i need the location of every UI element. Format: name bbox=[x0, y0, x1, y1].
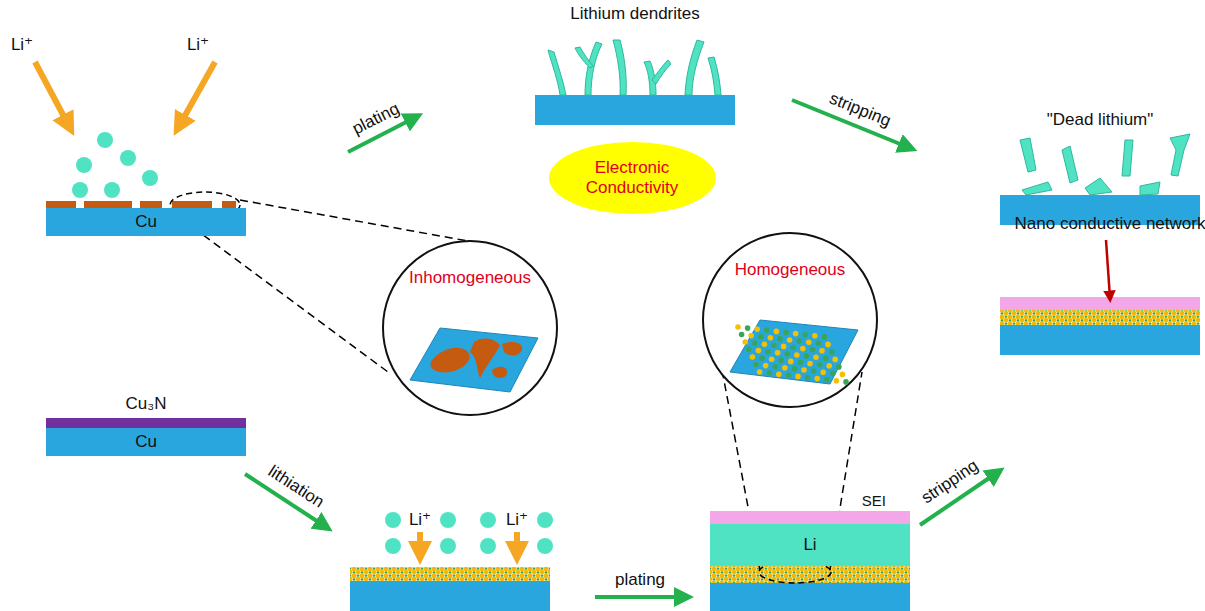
zoom-line bbox=[240, 200, 468, 241]
cu3n-layer: Cu₃N bbox=[46, 418, 246, 428]
node-label: Cu bbox=[135, 212, 157, 232]
text-label: Lithium dendrites bbox=[570, 4, 699, 24]
zoom-circle: Homogeneous bbox=[702, 232, 878, 408]
text-label: Li⁺ bbox=[187, 34, 209, 55]
lithium-ions bbox=[72, 132, 158, 198]
node-label: Homogeneous bbox=[704, 260, 876, 280]
inhomogeneous-plate bbox=[382, 240, 558, 416]
nano-network-layer bbox=[1000, 310, 1200, 325]
sei-layer bbox=[1000, 297, 1200, 310]
process-arrow bbox=[595, 595, 686, 599]
node-label: SEI bbox=[862, 492, 886, 509]
node-label: Li bbox=[803, 535, 816, 555]
sei-layer: SEI bbox=[710, 511, 910, 524]
node-label: Electronic Conductivity bbox=[577, 158, 687, 199]
concept-ellipse: Electronic Conductivity bbox=[549, 142, 716, 214]
zoom-circle: Inhomogeneous bbox=[382, 240, 558, 416]
lithium-dendrites bbox=[548, 40, 721, 95]
cu-substrate bbox=[350, 581, 550, 611]
cu-substrate bbox=[710, 583, 910, 611]
node-label: Cu₃N bbox=[46, 394, 246, 414]
ion-arrow bbox=[178, 62, 215, 128]
node-label: Inhomogeneous bbox=[384, 268, 556, 288]
ion-arrow bbox=[514, 532, 520, 556]
text-label: Nano conductive network bbox=[1015, 214, 1205, 234]
ion-arrow bbox=[35, 62, 70, 128]
cu-substrate: Cu bbox=[46, 208, 246, 236]
text-label: Li⁺ bbox=[409, 509, 431, 530]
arrow-label: lithiation bbox=[264, 462, 327, 513]
cu-substrate bbox=[535, 95, 735, 125]
text-label: Li⁺ bbox=[11, 34, 33, 55]
node-label: Cu bbox=[135, 432, 157, 452]
text-label: plating bbox=[615, 570, 665, 590]
cu-substrate bbox=[1000, 325, 1200, 355]
inhomogeneous-layer bbox=[46, 201, 236, 208]
arrow-label: stripping bbox=[826, 89, 893, 132]
text-label: "Dead lithium" bbox=[1047, 110, 1154, 130]
lithiated-layer bbox=[350, 567, 550, 581]
ion-arrow bbox=[417, 532, 423, 556]
zoom-line bbox=[172, 212, 388, 372]
lithium-layer: Li bbox=[710, 524, 910, 566]
lithiated-layer bbox=[710, 566, 910, 583]
homogeneous-plate bbox=[702, 232, 878, 408]
dead-lithium bbox=[1020, 134, 1190, 195]
arrow-label: plating bbox=[349, 99, 403, 140]
cu-substrate: Cu bbox=[46, 428, 246, 456]
arrow-label: stripping bbox=[918, 456, 982, 509]
leader-arrow bbox=[1106, 240, 1110, 298]
text-label: Li⁺ bbox=[506, 509, 528, 530]
